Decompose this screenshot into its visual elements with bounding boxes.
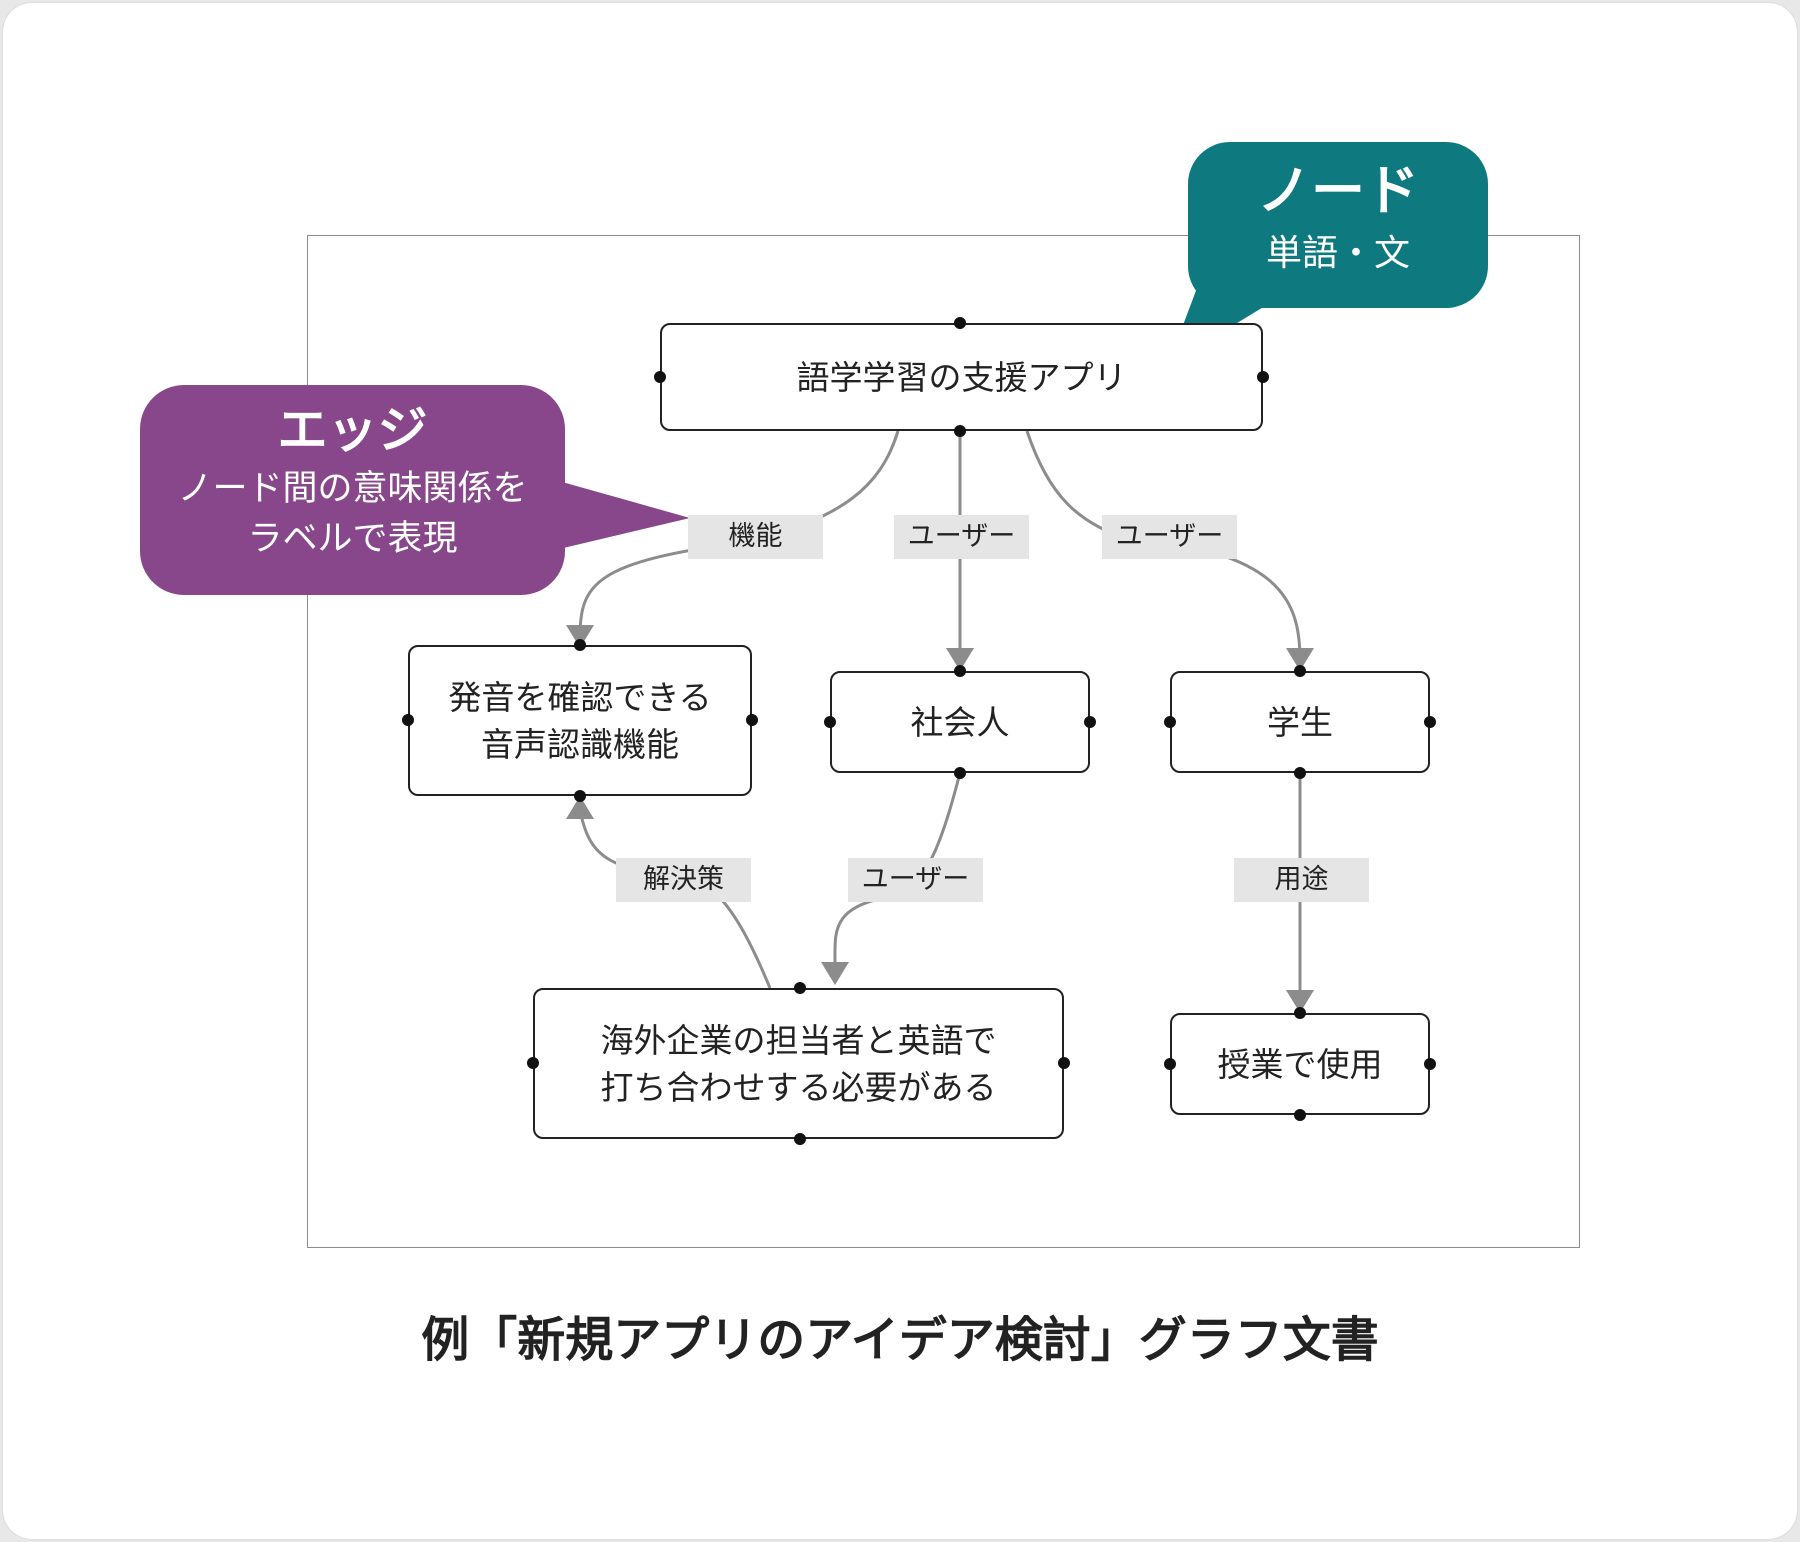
node-need-line1: 海外企業の担当者と英語で (600, 1020, 997, 1060)
edge-callout-line2: ラベルで表現 (247, 519, 458, 559)
port-dot (1257, 371, 1269, 383)
port-dot (1164, 1058, 1176, 1070)
port-dot (746, 714, 758, 726)
port-dot (954, 665, 966, 677)
node-need-line2: 打ち合わせする必要がある (600, 1067, 997, 1107)
edge-label-user-right: ユーザー (1102, 515, 1237, 559)
port-dot (574, 639, 586, 651)
port-dot (527, 1057, 539, 1069)
node-speech-line1: 発音を確認できる (448, 677, 712, 717)
node-worker[interactable]: 社会人 (830, 671, 1090, 773)
edge-label-purpose: 用途 (1234, 858, 1369, 902)
port-dot (402, 714, 414, 726)
node-usage[interactable]: 授業で使用 (1170, 1013, 1430, 1115)
port-dot (1084, 716, 1096, 728)
figure-caption: 例「新規アプリのアイデア検討」グラフ文書 (421, 1312, 1379, 1368)
port-dot (1294, 1007, 1306, 1019)
port-dot (1164, 716, 1176, 728)
node-usage-label: 授業で使用 (1217, 1044, 1383, 1084)
port-dot (1424, 716, 1436, 728)
node-worker-label: 社会人 (910, 702, 1010, 742)
port-dot (954, 317, 966, 329)
node-student-label: 学生 (1267, 702, 1333, 742)
port-dot (824, 716, 836, 728)
node-root[interactable]: 語学学習の支援アプリ (660, 323, 1263, 431)
node-callout-title: ノード (1257, 159, 1419, 222)
port-dot (574, 790, 586, 802)
edge-callout: エッジ ノード間の意味関係を ラベルで表現 (140, 398, 565, 564)
node-callout-subtitle: 単語・文 (1265, 233, 1410, 274)
port-dot (954, 425, 966, 437)
node-speech-recognition[interactable]: 発音を確認できる 音声認識機能 (408, 645, 752, 796)
node-speech-line2: 音声認識機能 (481, 724, 679, 764)
edge-callout-line1: ノード間の意味関係を (177, 469, 528, 509)
edge-callout-title: エッジ (277, 401, 428, 459)
port-dot (654, 371, 666, 383)
port-dot (1058, 1057, 1070, 1069)
edge-label-user-bottom: ユーザー (848, 858, 983, 902)
port-dot (1294, 767, 1306, 779)
edge-label-user-center: ユーザー (894, 515, 1029, 559)
port-dot (794, 982, 806, 994)
port-dot (1294, 665, 1306, 677)
port-dot (1294, 1109, 1306, 1121)
port-dot (794, 1133, 806, 1145)
edge-label-solution: 解決策 (616, 858, 751, 902)
edge-label-function: 機能 (688, 515, 823, 559)
node-root-label: 語学学習の支援アプリ (796, 357, 1127, 397)
node-need[interactable]: 海外企業の担当者と英語で 打ち合わせする必要がある (533, 988, 1064, 1139)
node-student[interactable]: 学生 (1170, 671, 1430, 773)
node-callout: ノード 単語・文 (1188, 155, 1488, 279)
port-dot (1424, 1058, 1436, 1070)
port-dot (954, 767, 966, 779)
